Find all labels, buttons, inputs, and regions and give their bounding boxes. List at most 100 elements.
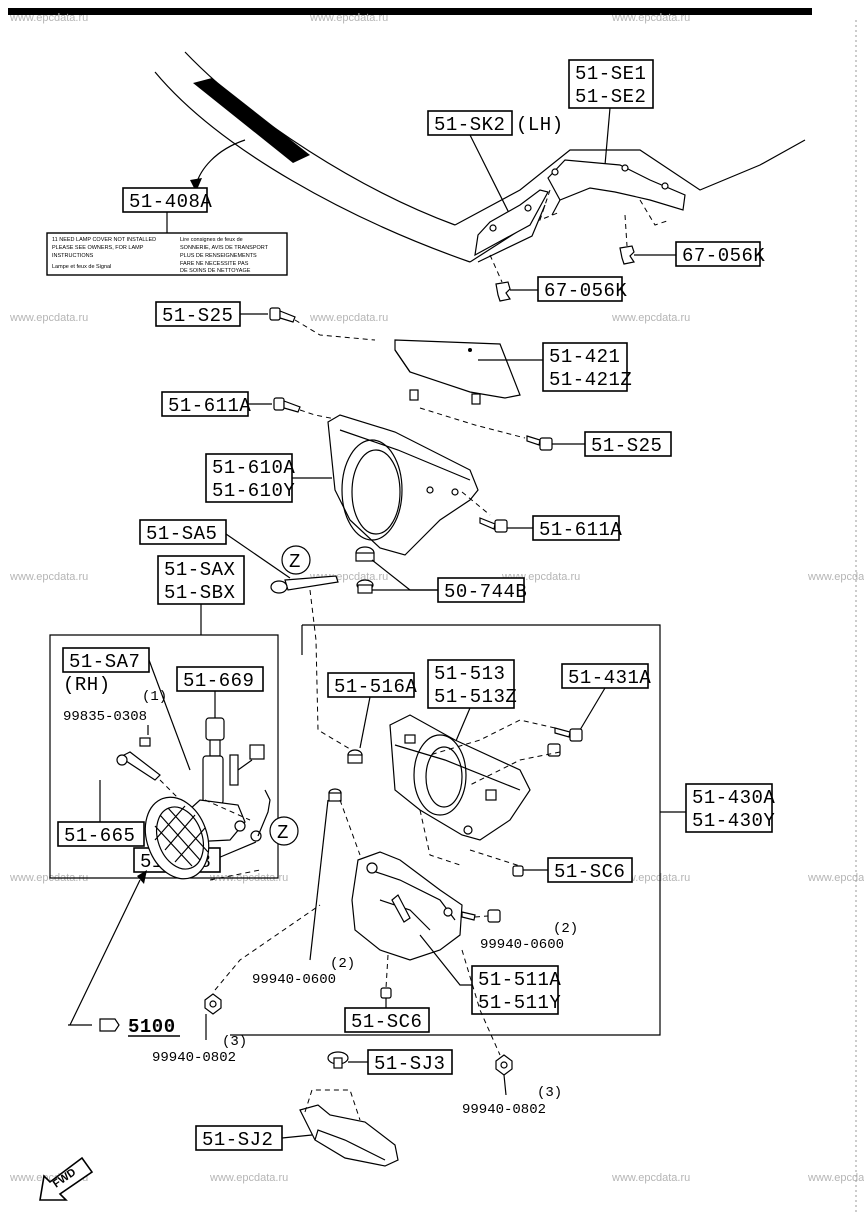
svg-text:51-S25: 51-S25 bbox=[162, 305, 233, 327]
svg-text:51-SAX: 51-SAX bbox=[164, 559, 236, 581]
svg-text:67-056K: 67-056K bbox=[682, 245, 765, 267]
svg-text:www.epcdata.ru: www.epcdata.ru bbox=[611, 312, 690, 324]
callout-51-665: 51-665 bbox=[57, 821, 145, 847]
nut-right bbox=[461, 909, 501, 923]
svg-text:51-408A: 51-408A bbox=[129, 191, 212, 213]
svg-text:PLEASE SEE OWNERS, FOR LAMP: PLEASE SEE OWNERS, FOR LAMP bbox=[52, 245, 144, 251]
callout-51-408A: 51-408A bbox=[122, 187, 212, 213]
callout-51-S25-b: 51-S25 bbox=[584, 431, 672, 457]
screw-51-431A bbox=[429, 719, 583, 786]
headlamp-5100 bbox=[144, 796, 261, 881]
callout-51-SJ2: 51-SJ2 bbox=[195, 1125, 283, 1151]
qty-2a: (2) bbox=[330, 956, 355, 972]
mount-bracket-51-513 bbox=[389, 714, 531, 866]
svg-text:Lire consignes de feux de: Lire consignes de feux de bbox=[180, 237, 243, 243]
part-99940-0802-a: 99940-0802 bbox=[152, 1050, 236, 1066]
svg-text:51-516A: 51-516A bbox=[334, 676, 417, 698]
svg-text:51-SE1: 51-SE1 bbox=[575, 63, 646, 85]
svg-text:INSTRUCTIONS: INSTRUCTIONS bbox=[52, 253, 94, 259]
part-99835-0308: 99835-0308 bbox=[63, 709, 147, 725]
svg-text:50-744B: 50-744B bbox=[444, 581, 527, 603]
reference-5100: 5100 bbox=[68, 1016, 180, 1038]
svg-text:51-421: 51-421 bbox=[549, 346, 620, 368]
clip-51-SC6-a bbox=[469, 849, 524, 877]
trim-piece-sk bbox=[474, 189, 549, 283]
warning-label: 11 NEED LAMP COVER NOT INSTALLED PLEASE … bbox=[46, 232, 288, 276]
svg-text:www.epcdata.ru: www.epcdata.ru bbox=[807, 872, 864, 884]
screw-51-611A-upper bbox=[273, 397, 301, 413]
svg-text:www.epcdata.ru: www.epcdata.ru bbox=[611, 1172, 690, 1184]
cover-51-421 bbox=[394, 339, 521, 405]
screw-51-S25-upper bbox=[269, 307, 296, 323]
svg-text:51-513Z: 51-513Z bbox=[434, 686, 517, 708]
svg-text:51-665: 51-665 bbox=[64, 825, 135, 847]
svg-text:51-SC6: 51-SC6 bbox=[351, 1011, 422, 1033]
svg-text:www.epcdata.ru: www.epcdata.ru bbox=[807, 571, 864, 583]
svg-text:51-431A: 51-431A bbox=[568, 667, 651, 689]
callout-51-SA5: 51-SA5 bbox=[139, 519, 227, 545]
callout-51-513: 51-513 51-513Z bbox=[427, 659, 517, 709]
part-99940-0600-a: 99940-0600 bbox=[252, 972, 336, 988]
nut-99940-0802-a bbox=[204, 904, 321, 1015]
svg-text:www.epcdata.ru: www.epcdata.ru bbox=[309, 12, 388, 24]
callout-51-431A: 51-431A bbox=[561, 663, 651, 689]
svg-text:51-SJ2: 51-SJ2 bbox=[202, 1129, 273, 1151]
svg-text:51-S25: 51-S25 bbox=[591, 435, 662, 457]
bracket-assembly-frame bbox=[230, 624, 661, 1036]
callout-51-516A: 51-516A bbox=[327, 672, 417, 698]
svg-text:51-SA5: 51-SA5 bbox=[146, 523, 217, 545]
screw-51-611A-lower bbox=[479, 517, 508, 533]
screw-51-S25-lower bbox=[526, 435, 553, 451]
svg-text:51-511A: 51-511A bbox=[478, 969, 561, 991]
callout-51-SE: 51-SE1 51-SE2 bbox=[568, 59, 654, 109]
clip-Z-marker: Z bbox=[250, 789, 299, 846]
svg-text:www.epcdata.ru: www.epcdata.ru bbox=[9, 872, 88, 884]
svg-text:51-SBX: 51-SBX bbox=[164, 582, 236, 604]
svg-text:51-430A: 51-430A bbox=[692, 787, 775, 809]
bushing-50-744B bbox=[355, 546, 438, 594]
svg-text:www.epcdata.ru: www.epcdata.ru bbox=[9, 12, 88, 24]
callout-51-SK2: 51-SK2 (LH) bbox=[427, 110, 564, 136]
svg-text:Z: Z bbox=[289, 551, 301, 573]
svg-text:Z: Z bbox=[277, 822, 289, 844]
svg-text:(LH): (LH) bbox=[516, 114, 564, 136]
subassembly-frame bbox=[49, 634, 279, 879]
callout-51-421: 51-421 51-421Z bbox=[542, 342, 632, 392]
callout-51-610A: 51-610A 51-610Y bbox=[205, 453, 295, 503]
svg-text:www.epcdata.ru: www.epcdata.ru bbox=[807, 1172, 864, 1184]
svg-text:www.epcdata.ru: www.epcdata.ru bbox=[309, 312, 388, 324]
qty-1: (1) bbox=[142, 689, 167, 705]
svg-text:DE SOINS DE NETTOYAGE: DE SOINS DE NETTOYAGE bbox=[180, 268, 251, 274]
plug-51-SJ3 bbox=[327, 1051, 349, 1069]
svg-text:51-421Z: 51-421Z bbox=[549, 369, 632, 391]
svg-text:FARE NE NECESSITE PAS: FARE NE NECESSITE PAS bbox=[180, 261, 249, 267]
nut-upper-left bbox=[328, 788, 361, 856]
rh-note: (RH) bbox=[63, 674, 111, 696]
svg-text:51-611A: 51-611A bbox=[539, 519, 622, 541]
callout-51-511A: 51-511A 51-511Y bbox=[471, 965, 561, 1015]
callout-51-SC6-b: 51-SC6 bbox=[344, 1007, 430, 1033]
svg-text:51-SC6: 51-SC6 bbox=[554, 861, 625, 883]
qty-3b: (3) bbox=[537, 1085, 562, 1101]
adjuster-rod-51-SA5: Z bbox=[270, 545, 361, 756]
svg-text:www.epcdata.ru: www.epcdata.ru bbox=[209, 1172, 288, 1184]
clip-67-056K-lower bbox=[495, 281, 538, 302]
headlamp-housing-51-610A bbox=[327, 414, 491, 556]
bumper-51-516A bbox=[347, 749, 363, 764]
svg-text:51-610A: 51-610A bbox=[212, 457, 295, 479]
callout-51-SAX: 51-SAX 51-SBX bbox=[157, 555, 245, 605]
part-99940-0802-b: 99940-0802 bbox=[462, 1102, 546, 1118]
stripe-decal bbox=[193, 78, 310, 163]
svg-text:11 NEED LAMP COVER NOT INSTALL: 11 NEED LAMP COVER NOT INSTALLED bbox=[52, 237, 156, 243]
svg-text:51-513: 51-513 bbox=[434, 663, 505, 685]
svg-text:51-SK2: 51-SK2 bbox=[434, 114, 505, 136]
svg-text:www.epcdata.ru: www.epcdata.ru bbox=[611, 12, 690, 24]
svg-text:51-430Y: 51-430Y bbox=[692, 810, 775, 832]
svg-text:51-SJ3: 51-SJ3 bbox=[374, 1053, 445, 1075]
callout-51-611A-a: 51-611A bbox=[161, 391, 251, 417]
svg-text:www.epcdata.ru: www.epcdata.ru bbox=[9, 312, 88, 324]
svg-text:67-056K: 67-056K bbox=[544, 280, 627, 302]
clip-51-SC6-b bbox=[380, 954, 392, 999]
